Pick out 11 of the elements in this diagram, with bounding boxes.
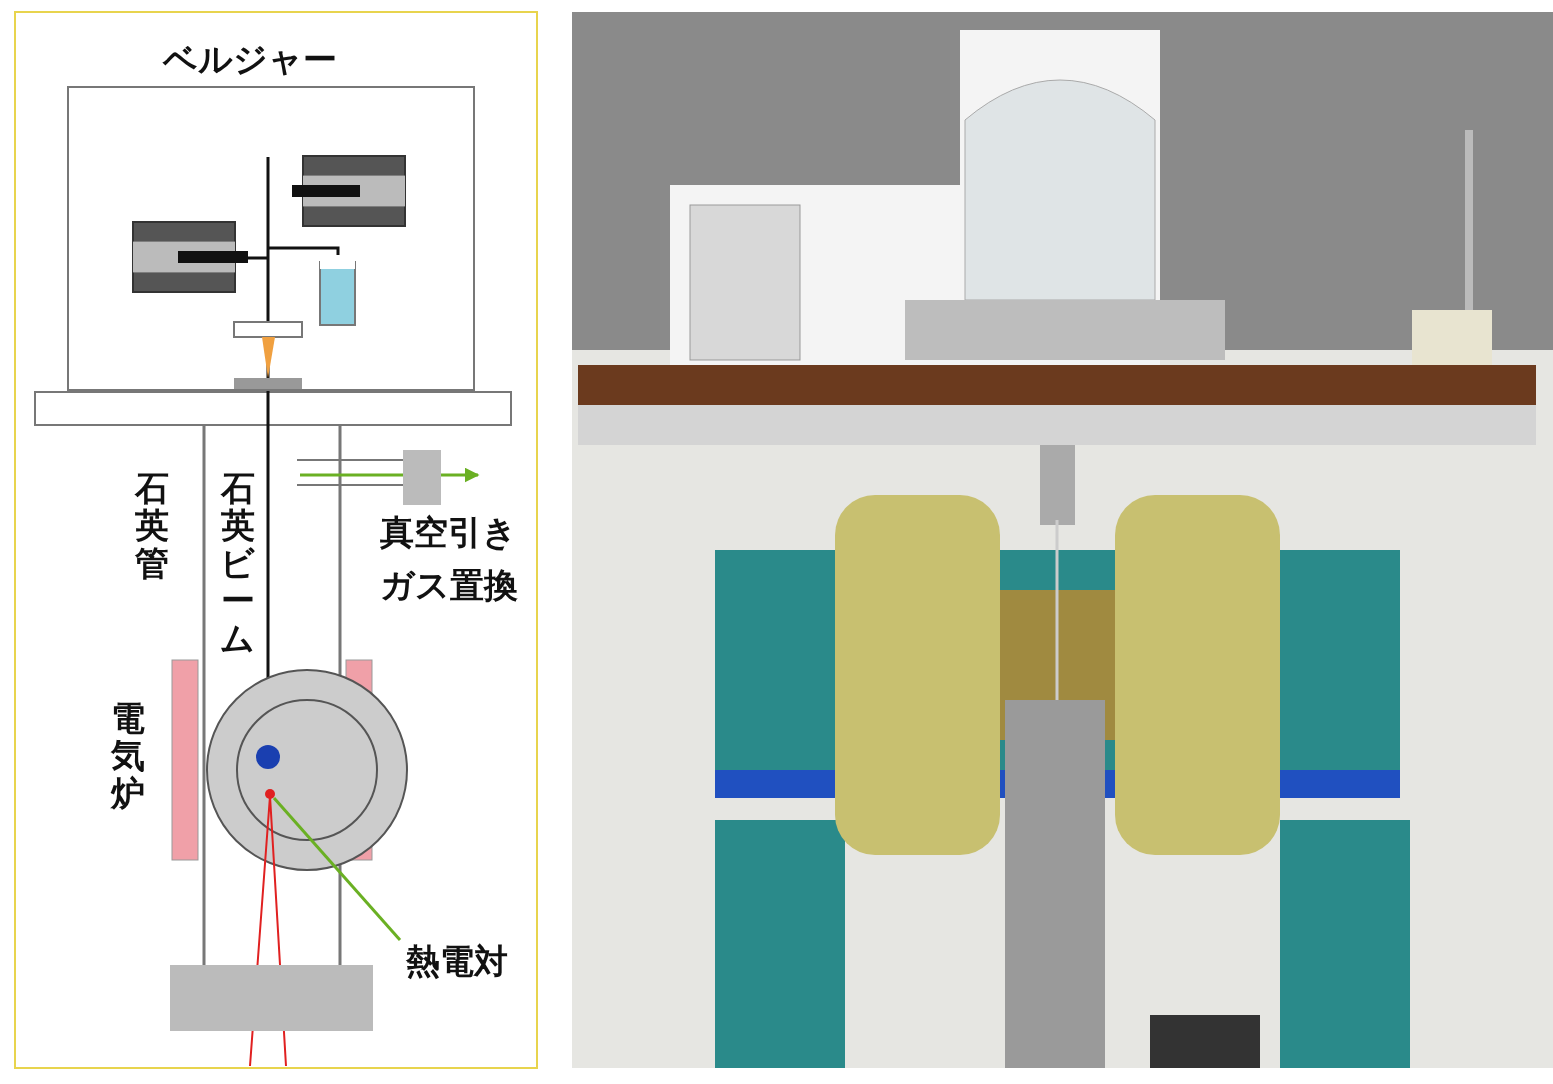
leader-line (272, 797, 402, 941)
quartz-beam-label: 石英ビーム (220, 470, 256, 657)
furnace-label: 電気炉 (110, 700, 146, 813)
bell-jar-label: ベルジャー (163, 42, 337, 76)
gas-exchange-label: ガス置換 (380, 568, 518, 602)
thermocouple-tip (265, 789, 275, 799)
thermocouple-label: 熱電対 (406, 944, 508, 978)
quartz-tube-label: 石英管 (134, 470, 170, 583)
vacuum-label: 真空引き (380, 515, 517, 549)
valve-block (403, 450, 441, 505)
arrow (441, 467, 480, 483)
